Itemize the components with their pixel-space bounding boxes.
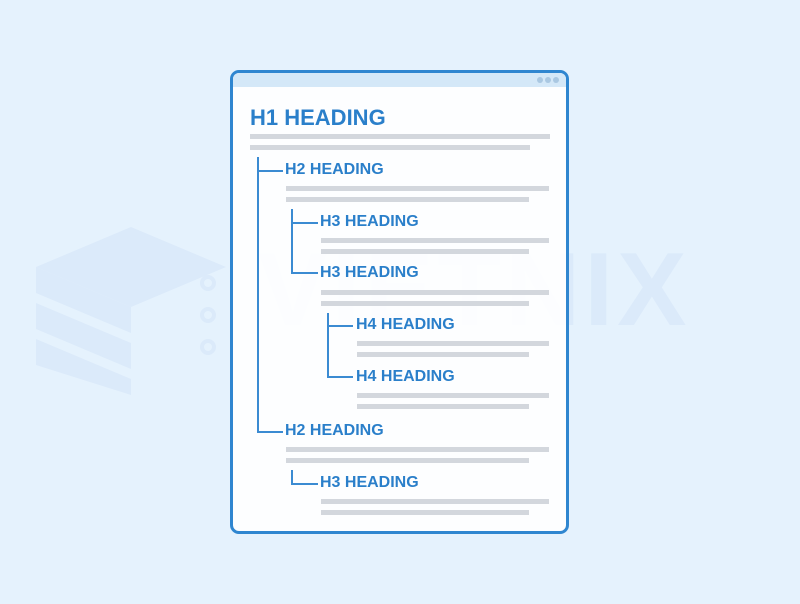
h4-heading: H4 HEADING <box>356 368 455 385</box>
tree-connector <box>257 431 283 433</box>
document-window: H1 HEADING H2 HEADING H3 HEADING H3 HEAD… <box>230 70 569 534</box>
text-line <box>286 186 549 191</box>
h3-heading: H3 HEADING <box>320 264 419 281</box>
h2-heading: H2 HEADING <box>285 161 384 178</box>
tree-connector <box>291 272 318 274</box>
text-line <box>286 197 529 202</box>
tree-connector <box>257 170 283 172</box>
text-line <box>357 393 549 398</box>
h3-heading: H3 HEADING <box>320 474 419 491</box>
text-line <box>286 458 529 463</box>
text-line <box>357 352 529 357</box>
tree-connector <box>291 483 318 485</box>
window-dots-icon <box>537 77 543 83</box>
window-dots-icon <box>545 77 551 83</box>
text-line <box>357 404 529 409</box>
tree-connector <box>291 470 293 485</box>
window-dots-icon <box>553 77 559 83</box>
text-line <box>357 341 549 346</box>
text-line <box>321 510 529 515</box>
h4-heading: H4 HEADING <box>356 316 455 333</box>
h2-heading: H2 HEADING <box>285 422 384 439</box>
text-line <box>286 447 549 452</box>
text-line <box>321 499 549 504</box>
h3-heading: H3 HEADING <box>320 213 419 230</box>
h1-heading: H1 HEADING <box>250 105 386 130</box>
text-line <box>250 134 550 139</box>
window-titlebar <box>233 73 566 87</box>
tree-connector <box>327 325 353 327</box>
text-line <box>321 238 549 243</box>
tree-connector <box>291 209 293 273</box>
text-line <box>250 145 530 150</box>
text-line <box>321 301 529 306</box>
tree-connector <box>257 157 259 432</box>
text-line <box>321 249 529 254</box>
tree-connector <box>291 222 318 224</box>
tree-connector <box>327 313 329 377</box>
tree-connector <box>327 376 353 378</box>
server-stack-watermark-icon <box>36 227 226 395</box>
text-line <box>321 290 549 295</box>
